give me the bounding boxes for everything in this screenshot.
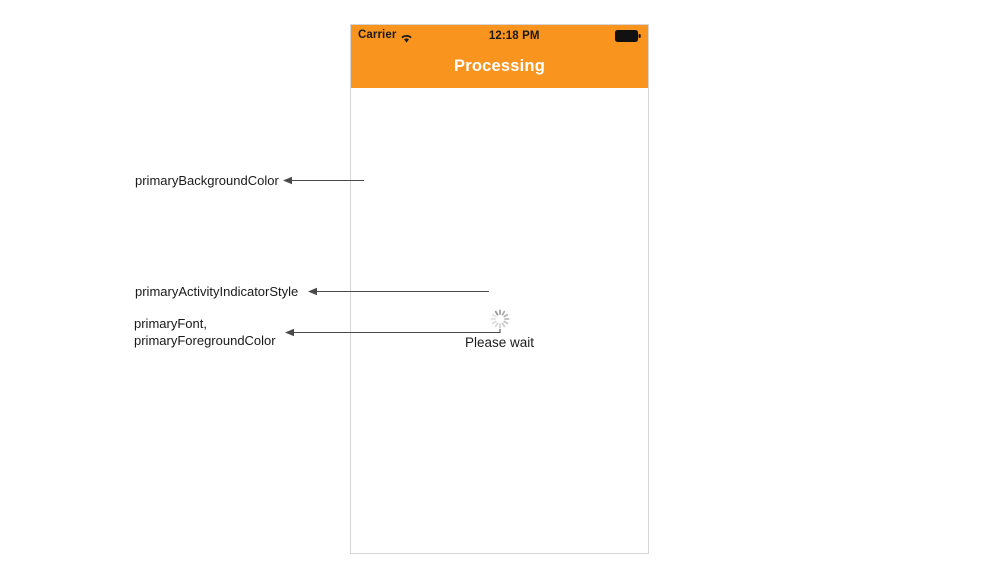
page-title: Processing: [454, 57, 545, 75]
status-bar-left: Carrier: [358, 29, 413, 43]
annotation-label-primary-background-color: primaryBackgroundColor: [135, 173, 279, 188]
status-text: Please wait: [464, 335, 535, 350]
spinner-icon: [489, 308, 511, 330]
carrier-label: Carrier: [358, 29, 397, 41]
annotation-label-primary-activity-indicator-style: primaryActivityIndicatorStyle: [135, 284, 299, 299]
battery-full-icon: [615, 29, 641, 42]
status-bar-center: 12:18 PM: [413, 26, 615, 44]
navigation-bar: Carrier 12:18 PM: [351, 25, 648, 88]
wifi-icon: [400, 31, 413, 43]
clock-label: 12:18 PM: [488, 30, 540, 42]
status-bar: Carrier 12:18 PM: [351, 25, 648, 45]
phone-content-area: Please wait: [351, 88, 648, 553]
status-bar-right: [615, 29, 641, 42]
phone-frame: Carrier 12:18 PM: [350, 24, 649, 554]
annotation-label-primary-font-foreground-color: primaryFont, primaryForegroundColor: [134, 316, 276, 348]
